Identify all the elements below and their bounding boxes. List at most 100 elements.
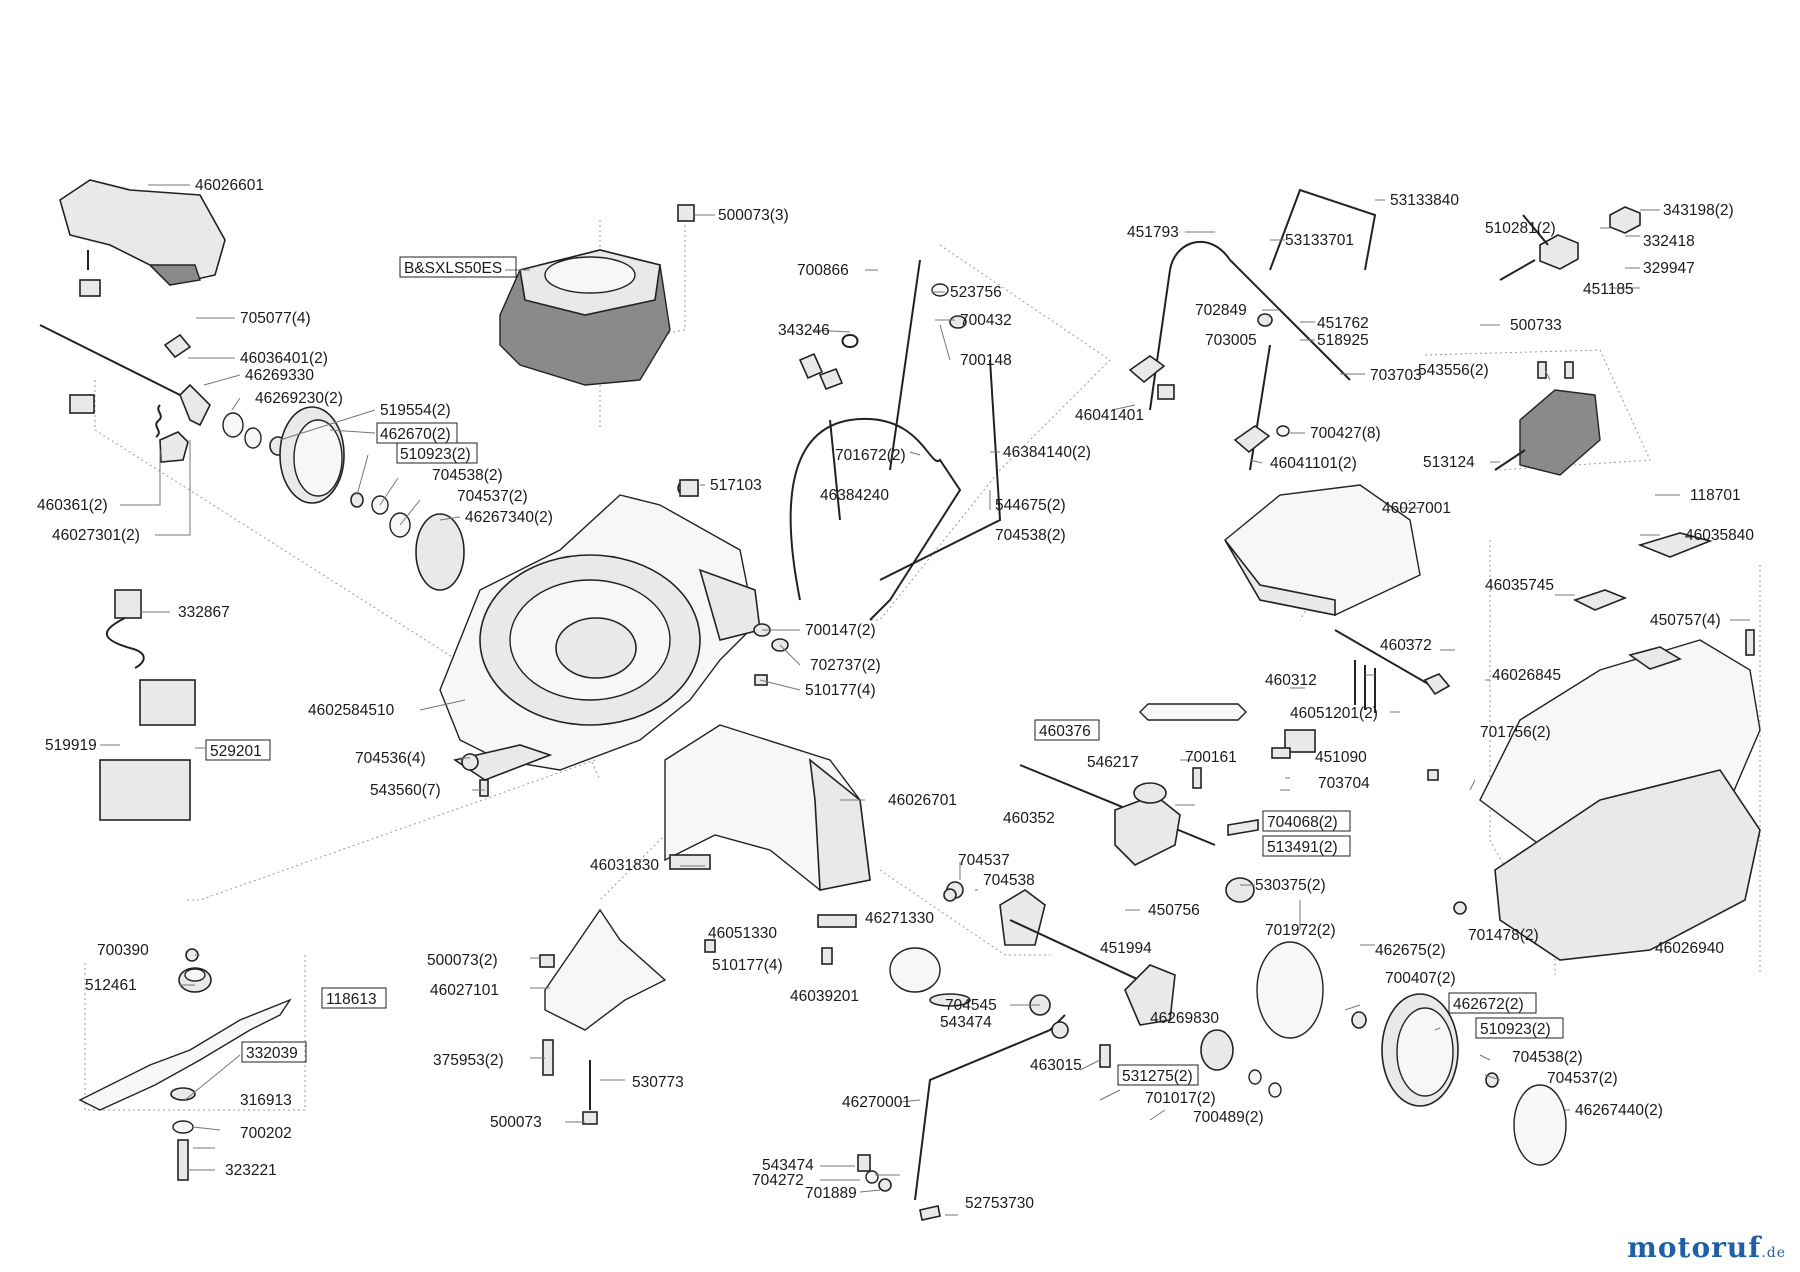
lower-handle-part <box>789 259 1002 621</box>
label-700148: 700148 <box>960 352 1012 369</box>
label-701478-2: 701478(2) <box>1468 927 1539 944</box>
brand-name: motoruf <box>1627 1231 1762 1264</box>
label-700489-2: 700489(2) <box>1193 1109 1264 1126</box>
label-700407-2: 700407(2) <box>1385 970 1456 987</box>
label-462670-2: 462670(2) <box>380 426 451 443</box>
label-316913: 316913 <box>240 1092 292 1109</box>
label-500733: 500733 <box>1510 317 1562 334</box>
label-700147-2: 700147(2) <box>805 622 876 639</box>
label-700390: 700390 <box>97 942 149 959</box>
label-332418: 332418 <box>1643 233 1695 250</box>
label-box-frames <box>205 256 1564 1086</box>
label-450756: 450756 <box>1148 902 1200 919</box>
label-46267440-2: 46267440(2) <box>1575 1102 1663 1119</box>
label-702849: 702849 <box>1195 302 1247 319</box>
label-510281-2: 510281(2) <box>1485 220 1556 237</box>
label-451762: 451762 <box>1317 315 1369 332</box>
label-46269830: 46269830 <box>1150 1010 1219 1027</box>
label-704538-2-a: 704538(2) <box>432 467 503 484</box>
label-500073-3: 500073(3) <box>718 207 789 224</box>
label-451090: 451090 <box>1315 749 1367 766</box>
label-engine-model: B&SXLS50ES <box>404 260 502 277</box>
label-46026601: 46026601 <box>195 177 264 194</box>
label-343198-2: 343198(2) <box>1663 202 1734 219</box>
label-46035840: 46035840 <box>1685 527 1754 544</box>
label-519919: 519919 <box>45 737 97 754</box>
label-343246: 343246 <box>778 322 830 339</box>
brand-logo: motoruf.de <box>1627 1231 1786 1264</box>
label-510177-4-b: 510177(4) <box>712 957 783 974</box>
gearbox-part <box>1019 703 1316 903</box>
label-704538-2-b: 704538(2) <box>995 527 1066 544</box>
label-530773: 530773 <box>632 1074 684 1091</box>
mulch-plate-part <box>544 908 667 1031</box>
label-530375-2: 530375(2) <box>1255 877 1326 894</box>
label-46271330: 46271330 <box>865 910 934 927</box>
label-701672-2: 701672(2) <box>835 447 906 464</box>
label-46027301-2: 46027301(2) <box>52 527 140 544</box>
label-703704: 703704 <box>1318 775 1370 792</box>
rear-flap-part <box>59 179 226 286</box>
label-700427-8: 700427(8) <box>1310 425 1381 442</box>
label-700161: 700161 <box>1185 749 1237 766</box>
label-500073: 500073 <box>490 1114 542 1131</box>
label-46041101-2: 46041101(2) <box>1270 455 1357 472</box>
label-463015: 463015 <box>1030 1057 1082 1074</box>
blade-assembly-part <box>78 967 292 1181</box>
discharge-chute-part <box>664 724 871 891</box>
label-700866: 700866 <box>797 262 849 279</box>
label-543560-7: 543560(7) <box>370 782 441 799</box>
label-46051201-2: 46051201(2) <box>1290 705 1378 722</box>
label-375953-2: 375953(2) <box>433 1052 504 1069</box>
label-323221: 323221 <box>225 1162 277 1179</box>
label-543474-b: 543474 <box>762 1157 814 1174</box>
label-46027101: 46027101 <box>430 982 499 999</box>
label-46267340-2: 46267340(2) <box>465 509 553 526</box>
label-450757-4: 450757(4) <box>1650 612 1721 629</box>
label-701889: 701889 <box>805 1185 857 1202</box>
label-4602584510: 4602584510 <box>308 702 395 719</box>
part-number-labels: 46026601 500073(3) B&SXLS50ES 705077(4) … <box>37 177 1754 1212</box>
label-460372: 460372 <box>1380 637 1432 654</box>
label-704068-2: 704068(2) <box>1267 814 1338 831</box>
ignition-switch-part <box>1499 206 1641 281</box>
battery-charger-part <box>99 589 196 821</box>
label-451994: 451994 <box>1100 940 1152 957</box>
front-axle-part <box>889 881 1567 1166</box>
label-700202: 700202 <box>240 1125 292 1142</box>
label-705077-4: 705077(4) <box>240 310 311 327</box>
brand-domain: .de <box>1761 1245 1786 1261</box>
upper-handle-part <box>1128 188 1377 471</box>
label-529201: 529201 <box>210 743 262 760</box>
label-518925: 518925 <box>1317 332 1369 349</box>
bag-rod-part <box>1334 629 1451 713</box>
label-704536-4: 704536(4) <box>355 750 426 767</box>
label-46269230-2: 46269230(2) <box>255 390 343 407</box>
label-462672-2: 462672(2) <box>1453 996 1524 1013</box>
label-513124: 513124 <box>1423 454 1475 471</box>
label-460376: 460376 <box>1039 723 1091 740</box>
label-46031830: 46031830 <box>590 857 659 874</box>
label-46035745: 46035745 <box>1485 577 1554 594</box>
label-332867: 332867 <box>178 604 230 621</box>
label-701017-2: 701017(2) <box>1145 1090 1216 1107</box>
label-46384240: 46384240 <box>820 487 889 504</box>
label-704538-2-c: 704538(2) <box>1512 1049 1583 1066</box>
label-702737-2: 702737(2) <box>810 657 881 674</box>
label-118701: 118701 <box>1690 487 1741 504</box>
label-703005: 703005 <box>1205 332 1257 349</box>
label-701756-2: 701756(2) <box>1480 724 1551 741</box>
label-513491-2: 513491(2) <box>1267 839 1338 856</box>
label-118613: 118613 <box>326 991 377 1008</box>
label-512461: 512461 <box>85 977 137 994</box>
label-46039201: 46039201 <box>790 988 859 1005</box>
switch-box-part <box>1494 361 1601 476</box>
label-460352: 460352 <box>1003 810 1055 827</box>
fasteners-center-part <box>539 954 598 1125</box>
label-46026940: 46026940 <box>1655 940 1724 957</box>
label-462675-2: 462675(2) <box>1375 942 1446 959</box>
label-700432: 700432 <box>960 312 1012 329</box>
label-704545: 704545 <box>945 997 997 1014</box>
height-lever-part <box>857 1014 1069 1221</box>
